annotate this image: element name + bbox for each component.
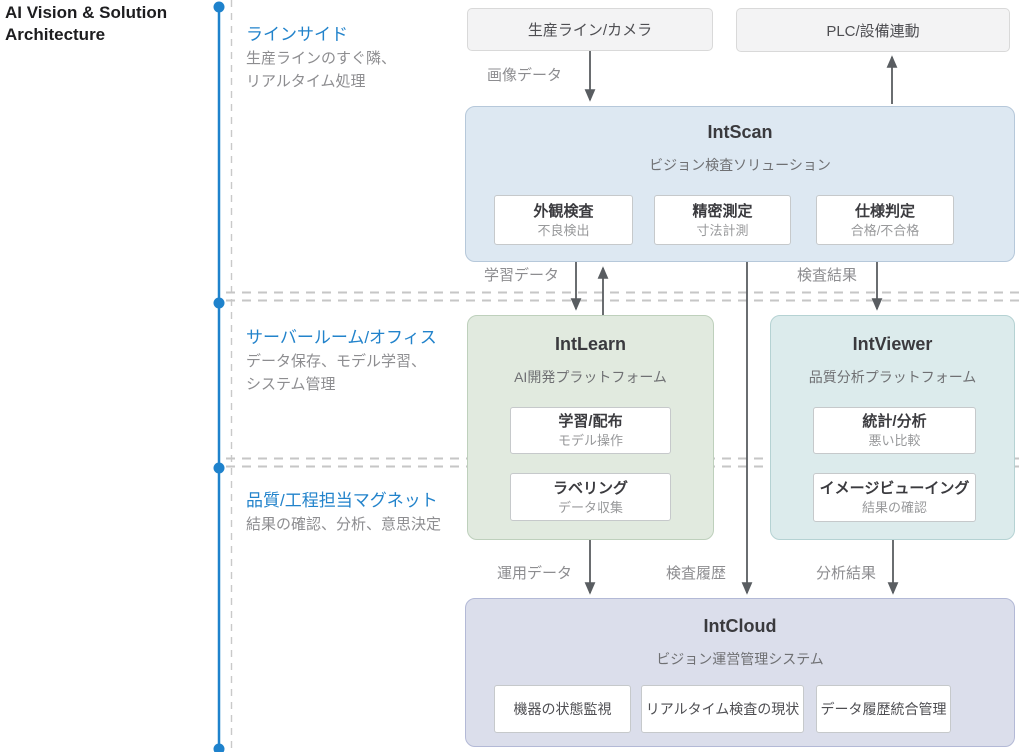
feature-title: 学習/配布 <box>558 413 623 430</box>
timeline-dot <box>213 743 225 752</box>
feature-realtime-inspection-status: リアルタイム検査の現状 <box>641 685 804 733</box>
flow-label-image-data: 画像データ <box>487 67 563 84</box>
feature-training-distribution: 学習/配布 モデル操作 <box>510 407 671 454</box>
feature-title: 外観検査 <box>533 202 594 220</box>
feature-precision-measurement: 精密測定 寸法計測 <box>654 195 791 245</box>
feature-title: イメージビューイング <box>819 480 970 497</box>
product-intscan-subtitle: ビジョン検査ソリューション <box>649 157 831 173</box>
product-intscan: IntScan ビジョン検査ソリューション 外観検査 不良検出 精密測定 寸法計… <box>465 106 1015 262</box>
feature-desc: 悪い比較 <box>868 433 921 448</box>
product-intviewer: IntViewer 品質分析プラットフォーム 統計/分析 悪い比較 イメージビュ… <box>770 315 1015 540</box>
feature-title: 機器の状態監視 <box>513 701 612 717</box>
product-intlearn-name: IntLearn <box>554 334 626 354</box>
feature-title: リアルタイム検査の現状 <box>645 701 800 717</box>
feature-desc: 寸法計測 <box>696 222 749 238</box>
feature-title: 精密測定 <box>692 202 753 220</box>
feature-data-history-management: データ履歴統合管理 <box>816 685 951 733</box>
product-intcloud-name: IntCloud <box>703 616 777 636</box>
feature-title: 仕様判定 <box>854 202 915 220</box>
product-intscan-name: IntScan <box>707 122 773 142</box>
timeline-dot <box>213 1 225 13</box>
zone-desc-lineside: 生産ラインのすぐ隣、 リアルタイム処理 <box>246 50 397 90</box>
box-production-line-camera-label: 生産ライン/カメラ <box>527 22 653 39</box>
feature-statistics-analysis: 統計/分析 悪い比較 <box>813 407 976 454</box>
box-production-line-camera: 生産ライン/カメラ <box>467 8 713 51</box>
feature-desc: 結果の確認 <box>861 500 927 515</box>
page-title: AI Vision & Solution Architecture <box>5 3 168 44</box>
timeline-dot <box>213 462 225 474</box>
box-plc-equipment: PLC/設備連動 <box>736 8 1010 52</box>
product-intlearn: IntLearn AI開発プラットフォーム 学習/配布 モデル操作 ラベリング … <box>467 315 714 540</box>
product-intlearn-subtitle: AI開発プラットフォーム <box>514 369 667 385</box>
product-intcloud-subtitle: ビジョン運営管理システム <box>656 651 824 667</box>
flow-label-analysis-result: 分析結果 <box>816 565 877 582</box>
flow-label-inspection-result: 検査結果 <box>797 267 858 284</box>
timeline-dot <box>213 297 225 309</box>
zone-label-lineside: ラインサイド <box>246 25 348 44</box>
feature-title: ラベリング <box>552 479 628 497</box>
feature-desc: 合格/不合格 <box>850 222 920 238</box>
zone-desc-quality: 結果の確認、分析、意思決定 <box>246 516 442 533</box>
feature-desc: モデル操作 <box>557 433 623 448</box>
feature-device-status-monitoring: 機器の状態監視 <box>494 685 631 733</box>
zone-label-quality: 品質/工程担当マグネット <box>246 491 438 510</box>
feature-desc: 不良検出 <box>537 222 590 238</box>
flow-label-inspection-history: 検査履歴 <box>666 565 727 582</box>
feature-title: 統計/分析 <box>862 413 927 430</box>
feature-desc: データ収集 <box>557 499 623 515</box>
flow-label-training-data: 学習データ <box>484 267 560 284</box>
feature-title: データ履歴統合管理 <box>820 701 947 717</box>
feature-labeling: ラベリング データ収集 <box>510 473 671 521</box>
product-intviewer-name: IntViewer <box>852 334 933 354</box>
feature-appearance-inspection: 外観検査 不良検出 <box>494 195 633 245</box>
product-intcloud: IntCloud ビジョン運営管理システム 機器の状態監視 リアルタイム検査の現… <box>465 598 1015 747</box>
zone-label-serverroom: サーバールーム/オフィス <box>246 328 437 347</box>
product-intviewer-subtitle: 品質分析プラットフォーム <box>808 369 977 385</box>
feature-spec-judgment: 仕様判定 合格/不合格 <box>816 195 954 245</box>
flow-label-operation-data: 運用データ <box>497 565 573 582</box>
box-plc-equipment-label: PLC/設備連動 <box>826 22 920 40</box>
feature-image-viewing: イメージビューイング 結果の確認 <box>813 473 976 522</box>
zone-desc-serverroom: データ保存、モデル学習、 システム管理 <box>246 353 427 393</box>
